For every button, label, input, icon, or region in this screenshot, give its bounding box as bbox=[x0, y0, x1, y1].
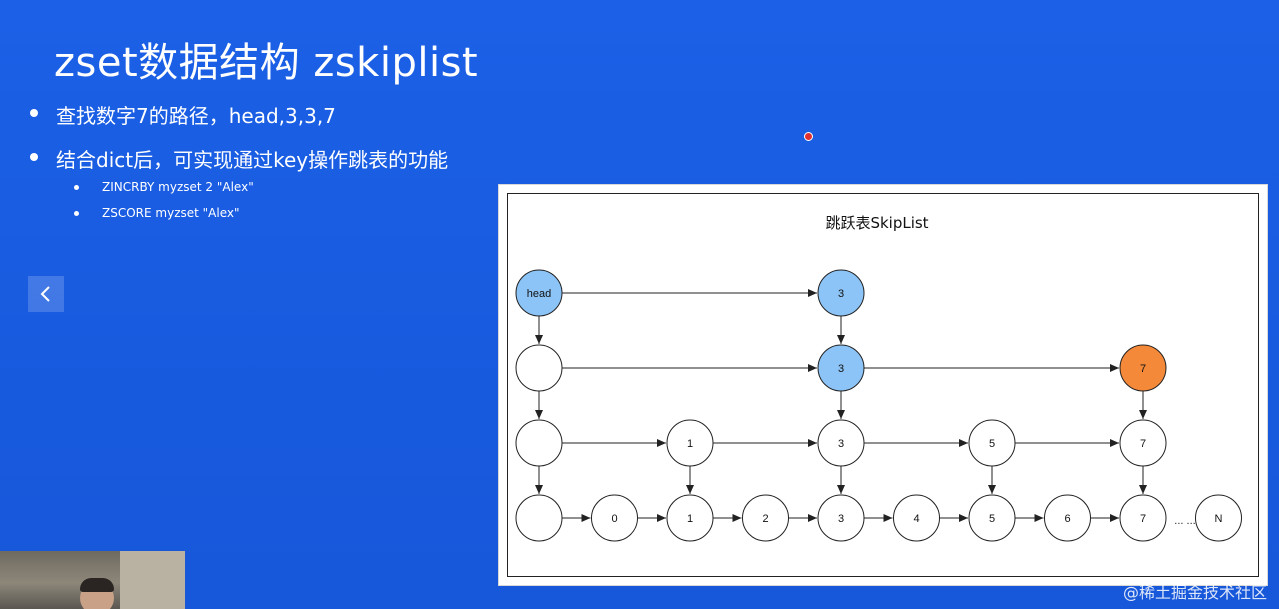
sub-bullet-item: ZINCRBY myzset 2 "Alex" bbox=[74, 180, 254, 194]
bullet-item: 查找数字7的路径，head,3,3,7 bbox=[30, 100, 336, 129]
node-circle bbox=[515, 419, 563, 467]
node-circle bbox=[742, 494, 789, 542]
figure-title: 跳跃表SkipList bbox=[825, 214, 928, 232]
skiplist-node: 7 bbox=[1119, 344, 1167, 392]
node-circle bbox=[666, 419, 714, 467]
node-circle bbox=[1119, 419, 1167, 467]
skiplist-node: 4 bbox=[893, 494, 940, 542]
node-circle bbox=[893, 494, 940, 542]
skiplist-node: 7 bbox=[1119, 494, 1167, 542]
node-label: 7 bbox=[1140, 513, 1146, 525]
node-label: 1 bbox=[687, 513, 693, 525]
node-circle bbox=[817, 419, 865, 467]
node-label: 6 bbox=[1064, 513, 1070, 525]
node-circle bbox=[515, 494, 563, 542]
node-label: 5 bbox=[989, 513, 995, 525]
node-label: 3 bbox=[838, 513, 844, 525]
node-circle bbox=[1044, 494, 1091, 542]
node-circle bbox=[515, 344, 563, 392]
node-label: 4 bbox=[913, 513, 919, 525]
skiplist-node bbox=[515, 494, 563, 542]
node-label: 3 bbox=[838, 288, 844, 300]
node-label: head bbox=[527, 288, 551, 300]
skiplist-node: 5 bbox=[968, 494, 1016, 542]
skiplist-node: 6 bbox=[1044, 494, 1091, 542]
skiplist-node: 0 bbox=[591, 494, 638, 542]
node-circle bbox=[817, 494, 865, 542]
node-circle bbox=[968, 419, 1016, 467]
skiplist-node: 3 bbox=[817, 494, 865, 542]
skiplist-node: 1 bbox=[666, 419, 714, 467]
node-circle bbox=[817, 269, 865, 317]
bullet-item: 结合dict后，可实现通过key操作跳表的功能 bbox=[29, 144, 448, 173]
node-label: 1 bbox=[687, 438, 693, 450]
skiplist-node: 3 bbox=[817, 344, 865, 392]
prev-slide-button[interactable] bbox=[28, 276, 64, 312]
laser-pointer-dot bbox=[804, 132, 813, 141]
node-label: 0 bbox=[611, 513, 617, 525]
ellipsis-label: ... ... bbox=[1174, 515, 1195, 527]
skiplist-node: 5 bbox=[968, 419, 1016, 467]
node-circle bbox=[666, 494, 714, 542]
skiplist-node: N bbox=[1195, 494, 1242, 542]
node-label: 5 bbox=[989, 438, 995, 450]
node-circle bbox=[1195, 494, 1242, 542]
site-watermark: @稀土掘金技术社区 bbox=[1122, 583, 1267, 602]
node-circle bbox=[1119, 494, 1167, 542]
node-label: 3 bbox=[838, 438, 844, 450]
node-circle bbox=[968, 494, 1016, 542]
slide-title: zset数据结构 zskiplist bbox=[54, 40, 479, 86]
skiplist-node: 7 bbox=[1119, 419, 1167, 467]
node-circle bbox=[591, 494, 638, 542]
node-label: 7 bbox=[1140, 438, 1146, 450]
skiplist-node bbox=[515, 344, 563, 392]
figure-frame bbox=[507, 193, 1259, 577]
skiplist-node: 1 bbox=[666, 494, 714, 542]
node-label: 3 bbox=[838, 363, 844, 375]
presenter-webcam bbox=[0, 551, 185, 609]
sub-bullet-item: ZSCORE myzset "Alex" bbox=[74, 206, 240, 220]
node-circle bbox=[817, 344, 865, 392]
skiplist-node: 3 bbox=[817, 269, 865, 317]
node-circle bbox=[1119, 344, 1167, 392]
skiplist-node: head bbox=[515, 269, 563, 317]
skiplist-node: 3 bbox=[817, 419, 865, 467]
chevron-left-icon bbox=[40, 286, 50, 302]
skiplist-node bbox=[515, 419, 563, 467]
node-label: N bbox=[1215, 513, 1223, 525]
node-circle bbox=[515, 269, 563, 317]
skiplist-node: 2 bbox=[742, 494, 789, 542]
node-label: 7 bbox=[1140, 363, 1146, 375]
node-label: 2 bbox=[762, 513, 768, 525]
